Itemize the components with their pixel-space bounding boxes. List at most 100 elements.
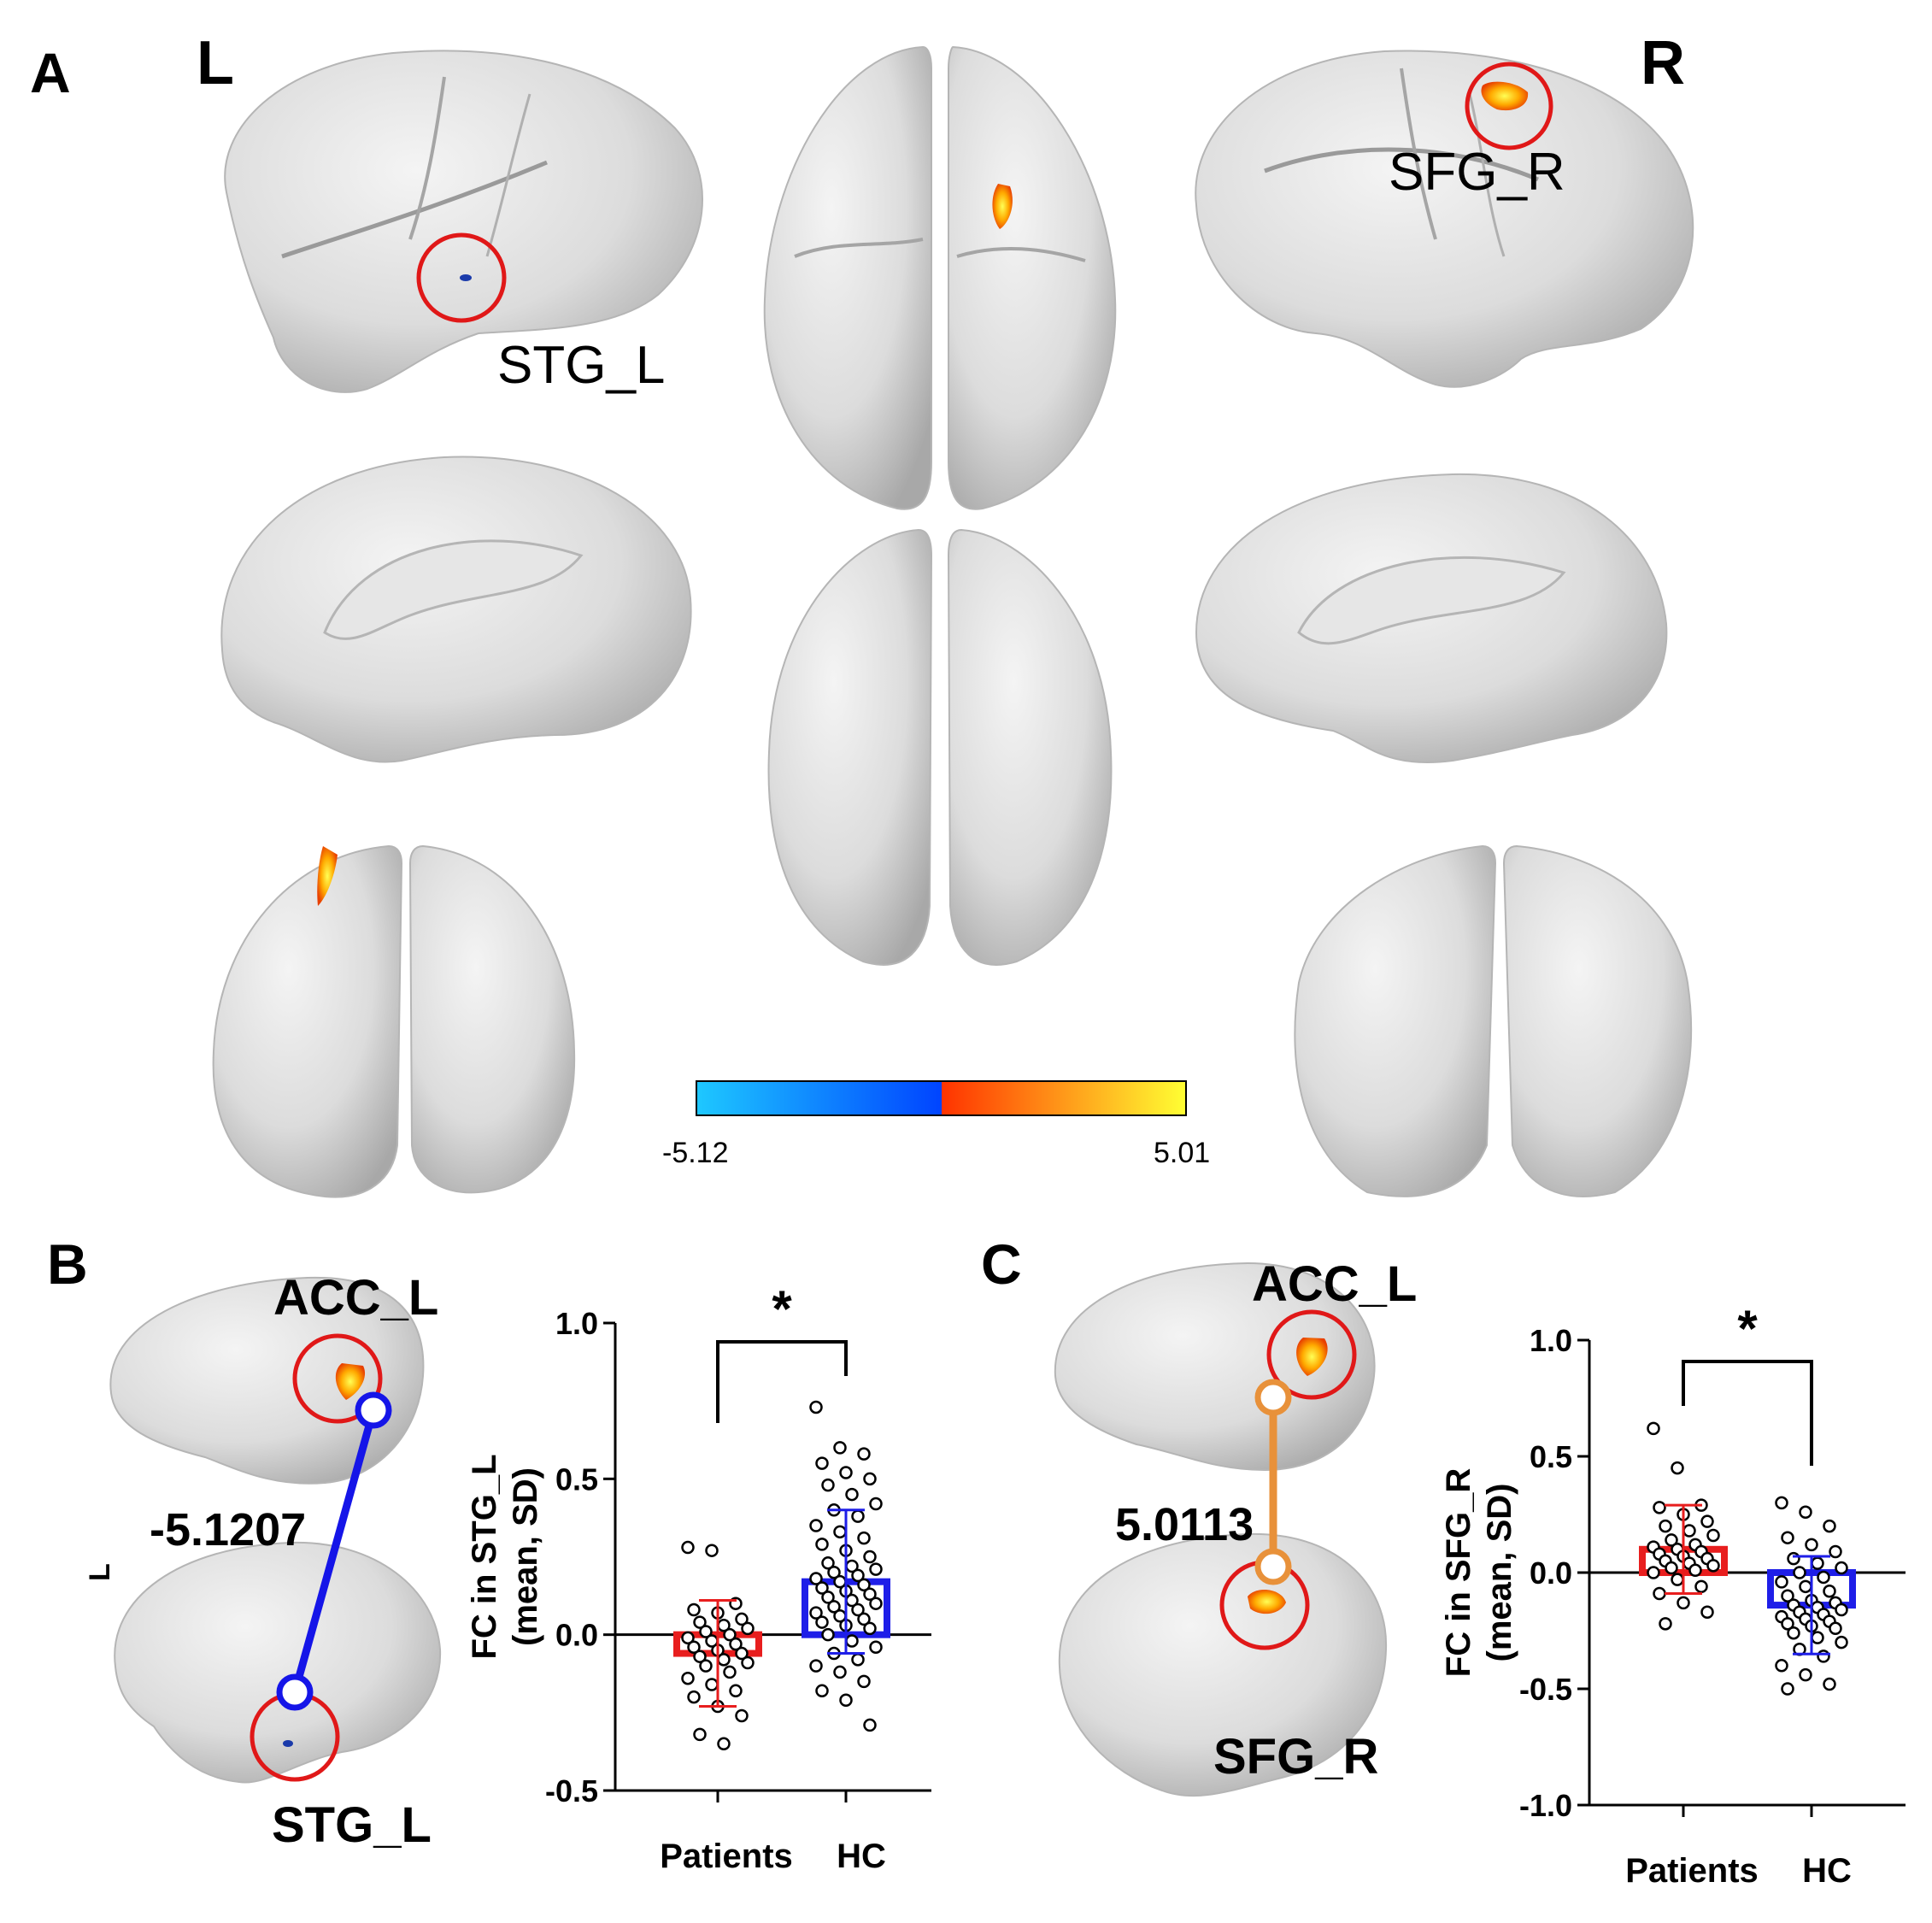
data-point <box>705 1544 719 1557</box>
data-point <box>1700 1605 1714 1619</box>
region-label-sfg-r-c: SFG_R <box>1213 1729 1378 1785</box>
data-point <box>1665 1533 1678 1547</box>
category-label: Patients <box>660 1838 793 1875</box>
right-hemisphere-label: R <box>1641 29 1685 97</box>
data-point <box>863 1472 877 1486</box>
data-point <box>857 1674 871 1689</box>
data-point <box>833 1665 847 1679</box>
data-point <box>815 1581 829 1595</box>
data-point <box>1677 1596 1690 1610</box>
data-point <box>717 1653 731 1667</box>
data-point <box>851 1509 865 1523</box>
data-point <box>1787 1551 1800 1566</box>
data-point <box>857 1612 871 1626</box>
region-label-stg-l-b: STG_L <box>272 1797 432 1853</box>
data-point <box>687 1602 701 1617</box>
y-axis-label: FC in STG_L <box>466 1455 503 1660</box>
data-point <box>1775 1575 1788 1589</box>
data-point <box>845 1487 859 1502</box>
data-point <box>1823 1677 1836 1691</box>
y-tick-label: -1.0 <box>1519 1788 1572 1823</box>
data-point <box>1817 1650 1830 1663</box>
data-point <box>693 1615 707 1629</box>
y-tick-label: 1.0 <box>1530 1323 1572 1358</box>
data-point <box>869 1640 883 1655</box>
data-point <box>839 1693 853 1707</box>
data-point <box>1811 1631 1824 1644</box>
category-label: HC <box>837 1838 886 1875</box>
data-point <box>681 1631 695 1645</box>
significance-bracket <box>716 1340 848 1423</box>
data-point <box>821 1478 835 1492</box>
brain-left-medial <box>220 456 692 763</box>
data-point <box>1665 1561 1678 1575</box>
data-point <box>693 1727 707 1742</box>
data-point <box>1787 1626 1800 1640</box>
data-point <box>1799 1505 1812 1520</box>
data-point <box>717 1737 731 1751</box>
data-point <box>815 1538 829 1551</box>
brain-right-medial <box>1195 473 1668 763</box>
data-point <box>687 1690 701 1704</box>
data-point <box>723 1627 737 1642</box>
data-point <box>809 1659 823 1673</box>
data-point <box>1775 1659 1788 1673</box>
data-point <box>741 1621 755 1636</box>
data-point <box>869 1597 883 1610</box>
data-point <box>1817 1570 1830 1585</box>
y-tick-label: -0.5 <box>1519 1672 1572 1707</box>
colorbar <box>696 1080 1187 1116</box>
data-point <box>851 1568 865 1583</box>
data-point <box>851 1653 865 1667</box>
colorbar-min-label: -5.12 <box>662 1137 729 1169</box>
data-point <box>1835 1561 1848 1575</box>
region-label-acc-l-b: ACC_L <box>273 1270 438 1326</box>
data-point <box>1700 1514 1714 1528</box>
data-point <box>1688 1563 1702 1578</box>
stg-highlight-circle <box>416 232 507 323</box>
category-label: Patients <box>1625 1852 1759 1890</box>
colorbar-positive <box>942 1081 1186 1115</box>
data-point <box>815 1456 829 1470</box>
dorsal-activation-blob <box>992 184 1013 229</box>
data-point <box>809 1519 823 1532</box>
data-point <box>705 1678 719 1691</box>
data-point <box>1659 1519 1672 1533</box>
data-point <box>851 1602 865 1617</box>
data-point <box>1823 1585 1836 1598</box>
data-point <box>735 1612 749 1626</box>
sfg-activation-blob <box>1481 81 1529 111</box>
data-point <box>1706 1559 1720 1573</box>
data-point <box>729 1684 743 1698</box>
panel-b-brains <box>109 1276 442 1784</box>
data-point <box>1811 1556 1824 1570</box>
data-point <box>1799 1667 1812 1682</box>
panel-c-brains <box>1054 1261 1388 1797</box>
data-point <box>839 1466 853 1479</box>
data-point <box>1694 1579 1708 1594</box>
y-tick-label: 0.5 <box>1530 1439 1572 1474</box>
data-point <box>741 1655 755 1670</box>
brain-frontal-view <box>212 844 576 1198</box>
data-point <box>681 1671 695 1685</box>
y-axis-label: FC in SFG_R <box>1440 1468 1477 1678</box>
stg-activation-blob <box>460 274 472 281</box>
data-point <box>821 1627 835 1642</box>
data-point <box>1835 1635 1848 1650</box>
region-label-acc-l-c: ACC_L <box>1252 1256 1417 1312</box>
bar-chart-stg: -0.50.00.51.0FC in STG_L(mean, SD)Patien… <box>466 1280 931 1875</box>
panel-c-letter: C <box>981 1232 1022 1296</box>
data-point <box>1781 1531 1794 1544</box>
data-point <box>1781 1682 1794 1696</box>
connection-line-b <box>291 1408 378 1694</box>
data-point <box>1805 1538 1818 1552</box>
data-point <box>1775 1496 1788 1510</box>
data-point <box>863 1587 877 1602</box>
y-tick-label: 0.0 <box>1530 1555 1572 1591</box>
data-point <box>815 1684 829 1698</box>
y-tick-label: 0.5 <box>555 1461 598 1497</box>
brain-left-lateral <box>224 50 704 393</box>
data-point <box>809 1400 823 1414</box>
significance-star: * <box>772 1280 792 1338</box>
